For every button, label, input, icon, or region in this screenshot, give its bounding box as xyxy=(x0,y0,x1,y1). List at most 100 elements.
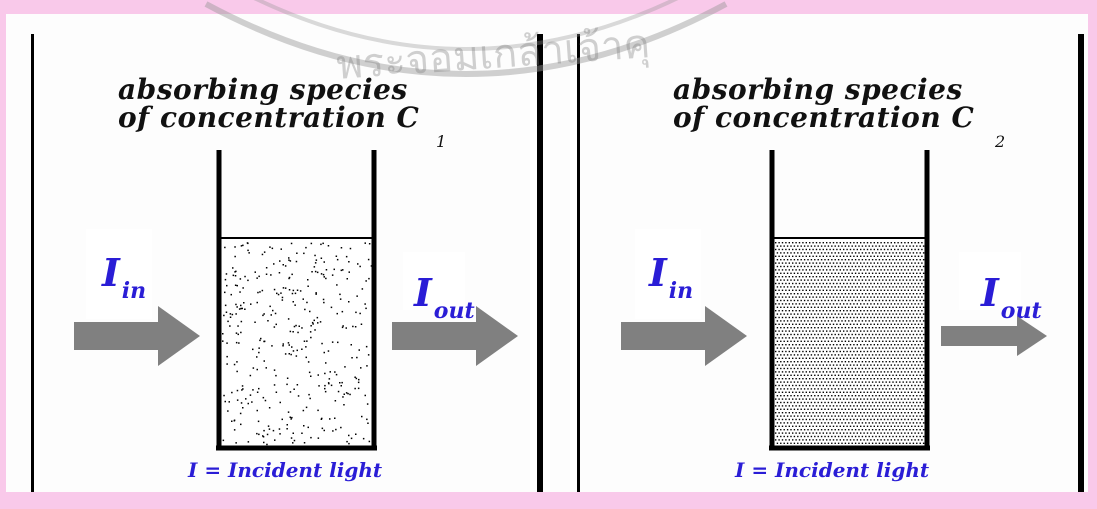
particle xyxy=(870,310,872,312)
particle xyxy=(837,299,840,302)
particle xyxy=(222,333,224,335)
particle xyxy=(282,345,284,347)
particle xyxy=(892,286,894,288)
particle xyxy=(785,303,787,305)
particle xyxy=(301,327,303,329)
particle xyxy=(849,398,852,400)
particle xyxy=(866,405,869,407)
particle xyxy=(797,286,799,288)
particle xyxy=(348,261,350,263)
particle xyxy=(270,274,272,276)
particle xyxy=(834,299,836,302)
particle xyxy=(826,371,828,373)
particle xyxy=(803,320,806,322)
particle xyxy=(291,273,293,276)
particle xyxy=(871,401,874,404)
particle xyxy=(355,311,357,314)
particle xyxy=(252,389,254,391)
particle xyxy=(364,242,366,244)
particle xyxy=(914,439,916,441)
particle xyxy=(843,344,845,346)
particle xyxy=(778,323,780,325)
particle xyxy=(875,401,877,404)
particle xyxy=(775,289,777,291)
particle xyxy=(781,418,784,421)
particle xyxy=(888,415,891,417)
particle xyxy=(831,313,833,315)
particle xyxy=(313,266,316,268)
particle xyxy=(846,248,848,251)
particle xyxy=(785,289,787,291)
particle xyxy=(815,276,818,278)
particle xyxy=(827,429,830,431)
particle xyxy=(263,340,265,343)
particle xyxy=(912,435,915,438)
output-arrow xyxy=(941,316,1047,356)
particle xyxy=(885,361,887,363)
particle xyxy=(776,299,779,302)
particle xyxy=(352,325,354,328)
particle xyxy=(854,408,857,410)
particle xyxy=(860,337,862,339)
particle xyxy=(897,316,899,319)
particle xyxy=(848,265,850,268)
particle xyxy=(849,330,852,332)
particle xyxy=(819,371,821,373)
particle xyxy=(367,354,370,356)
particle xyxy=(829,289,831,291)
particle xyxy=(829,296,831,298)
particle xyxy=(817,435,819,438)
particle xyxy=(819,391,821,393)
particle xyxy=(909,367,911,370)
particle xyxy=(865,381,867,383)
particle xyxy=(912,367,915,370)
particle xyxy=(288,277,290,280)
particle xyxy=(247,279,249,282)
particle xyxy=(800,259,802,261)
particle xyxy=(824,252,826,254)
particle xyxy=(805,310,807,312)
particle xyxy=(836,248,838,251)
particle xyxy=(311,321,314,324)
particle xyxy=(341,310,344,313)
particle xyxy=(298,325,300,327)
particle xyxy=(854,299,857,302)
particle xyxy=(317,322,319,324)
particle xyxy=(357,381,360,384)
particle xyxy=(807,279,809,281)
particle xyxy=(834,340,836,342)
particle xyxy=(861,354,864,356)
particle xyxy=(262,435,264,437)
particle xyxy=(256,277,258,279)
particle xyxy=(837,272,840,274)
particle xyxy=(834,293,836,295)
particle xyxy=(805,405,807,407)
particle xyxy=(805,344,807,346)
particle xyxy=(878,415,881,417)
particle xyxy=(882,361,884,363)
particle xyxy=(875,395,877,397)
particle xyxy=(776,286,779,288)
particle xyxy=(831,286,833,288)
particle xyxy=(837,408,840,410)
particle xyxy=(873,357,875,359)
particle xyxy=(837,415,840,417)
particle xyxy=(888,327,891,329)
particle xyxy=(841,435,843,438)
particle xyxy=(831,272,833,274)
particle xyxy=(892,320,894,322)
particle xyxy=(296,289,299,291)
particle xyxy=(790,381,792,383)
particle xyxy=(841,374,843,376)
particle xyxy=(848,395,850,397)
particle xyxy=(856,398,858,400)
particle xyxy=(914,412,916,414)
particle xyxy=(304,308,306,311)
particle xyxy=(914,289,916,291)
particle xyxy=(824,401,826,404)
particle xyxy=(868,259,870,261)
particle xyxy=(790,279,792,281)
particle xyxy=(775,262,777,264)
particle xyxy=(797,259,799,261)
particle xyxy=(851,347,853,349)
